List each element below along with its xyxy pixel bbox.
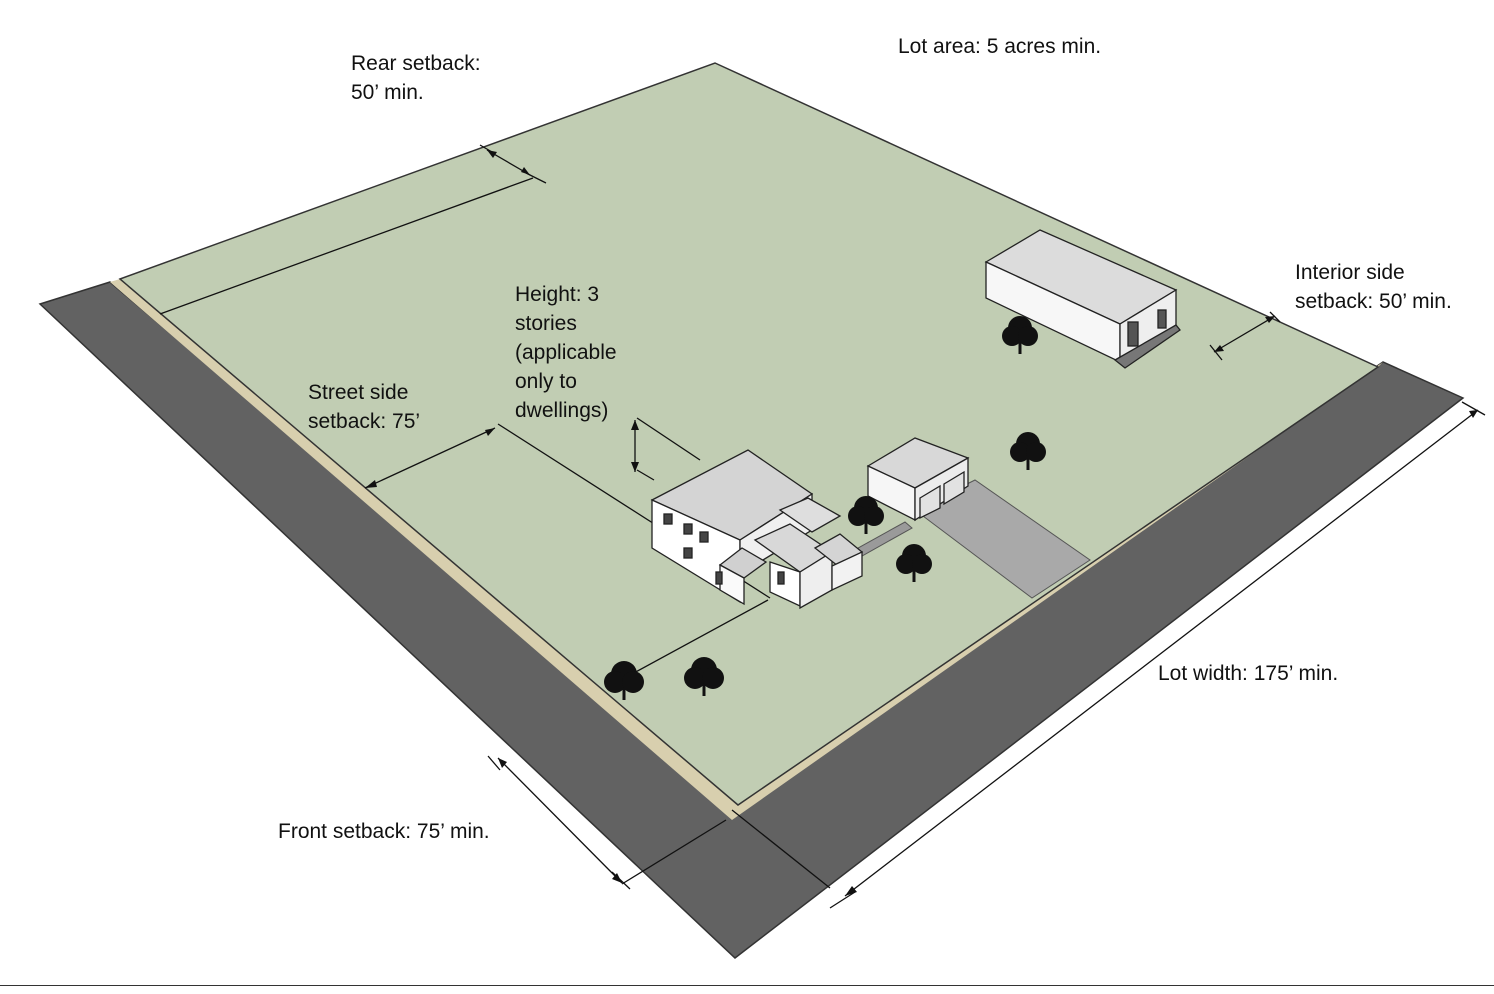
house-icon [650, 449, 864, 610]
height-line-2: stories [515, 312, 577, 335]
interior-side-setback-label: Interior side setback: 50’ min. [1295, 258, 1452, 316]
barn-icon [984, 229, 1181, 369]
interior-side-line-1: Interior side [1295, 261, 1405, 284]
height-line-3: (applicable [515, 341, 617, 364]
rear-setback-line-1: Rear setback: [351, 52, 481, 75]
street-side-setback-label: Street side setback: 75’ [308, 378, 420, 436]
street-side-line-2: setback: 75’ [308, 410, 421, 433]
tree-icon [604, 661, 644, 700]
lot-width-label: Lot width: 175’ min. [1158, 662, 1339, 685]
garage-icon [866, 437, 970, 522]
rear-setback-line-2: 50’ min. [351, 81, 424, 104]
tree-icon [684, 657, 724, 696]
tree-icon [848, 496, 884, 534]
front-setback-label: Front setback: 75’ min. [278, 820, 490, 843]
interior-side-line-2: setback: 50’ min. [1295, 290, 1452, 313]
street-side-line-1: Street side [308, 381, 409, 404]
height-line-5: dwellings) [515, 399, 609, 422]
lot-area-label: Lot area: 5 acres min. [898, 35, 1102, 58]
height-label: Height: 3 stories (applicable only to dw… [515, 280, 617, 425]
height-line-1: Height: 3 [515, 283, 600, 306]
arrowheads [365, 150, 1478, 896]
bottom-divider [0, 985, 1494, 986]
height-line-4: only to [515, 370, 577, 393]
tree-icon [1002, 316, 1038, 354]
tree-icon [896, 544, 932, 582]
tree-icon [1010, 432, 1046, 470]
rear-setback-label: Rear setback: 50’ min. [351, 49, 481, 107]
